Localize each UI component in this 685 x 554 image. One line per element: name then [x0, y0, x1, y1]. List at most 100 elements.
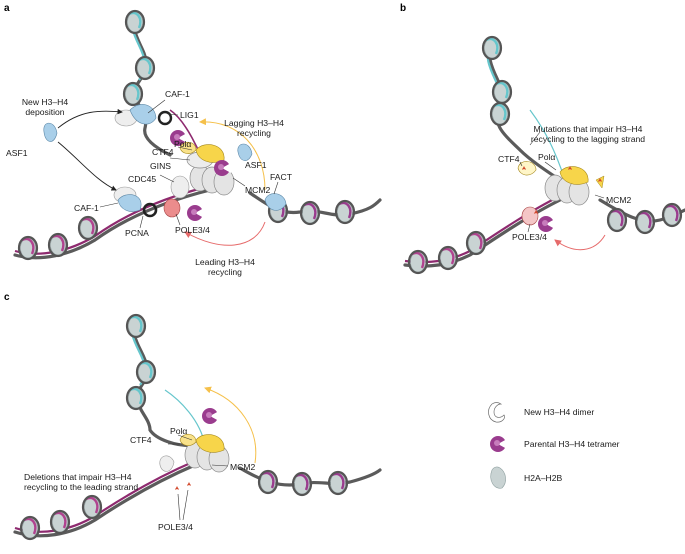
- fact-shape: [264, 193, 287, 211]
- nucleosome: [465, 230, 487, 256]
- panel-b-label: b: [400, 3, 406, 14]
- nucleosome: [299, 200, 321, 226]
- leading-arm-dna-c: [13, 463, 197, 538]
- panel-a-label: a: [4, 3, 10, 14]
- legend-label-h2a-h2b: H2A–H2B: [524, 473, 562, 483]
- lagging-arm-dna: [132, 10, 172, 157]
- mutation-star: [598, 178, 602, 182]
- label-asf1-right: ASF1: [245, 160, 267, 170]
- new-histone-c: [159, 455, 175, 472]
- panel-c-label: c: [4, 292, 10, 303]
- ctf4-shape: [179, 141, 197, 154]
- cdc45-shape: [170, 175, 190, 199]
- pcna-ring: [142, 202, 158, 218]
- label-asf1-left: ASF1: [6, 148, 28, 158]
- nucleosome: [17, 235, 39, 261]
- lig1-ring: [157, 110, 173, 126]
- label-ctf4-b: CTF4: [498, 154, 520, 164]
- nucleosome: [334, 199, 356, 225]
- label-pcna: PCNA: [125, 228, 149, 238]
- legend-h2a-h2b: H2A–H2B: [490, 466, 562, 489]
- mutation-star: [568, 166, 572, 170]
- h2a-h2b-icon: [490, 466, 506, 489]
- label-cdc45: CDC45: [128, 174, 156, 184]
- label-lig1: LIG1: [180, 110, 199, 120]
- nucleosome: [134, 55, 156, 81]
- nucleosome: [257, 469, 279, 495]
- nucleosome: [407, 249, 429, 275]
- label-mcm2-b: MCM2: [606, 195, 632, 205]
- leading-arm-dna: [13, 188, 212, 260]
- asf1-right-shape: [237, 143, 253, 161]
- label-pola-c: Polα: [170, 426, 187, 436]
- label-pole34: POLE3/4: [175, 225, 210, 235]
- caf1-bottom-shape: [117, 194, 142, 212]
- label-ctf4-c: CTF4: [130, 435, 152, 445]
- nucleosome: [19, 515, 41, 541]
- panel-a: a: [4, 3, 382, 277]
- legend-new-dimer: New H3–H4 dimer: [488, 402, 594, 423]
- pola-shape-c: [195, 434, 225, 453]
- legend-label-new-dimer: New H3–H4 dimer: [524, 407, 594, 417]
- lagging-arm-dna-b: [488, 38, 562, 182]
- nucleosome: [47, 232, 69, 258]
- parental-tetramer: [187, 205, 204, 221]
- label-mcm2: MCM2: [245, 185, 271, 195]
- nucleosome: [327, 470, 349, 496]
- label-caf1-top: CAF-1: [165, 89, 190, 99]
- label-pole34-b: POLE3/4: [512, 232, 547, 242]
- parental-tetramer-icon: [490, 436, 507, 452]
- label-fact: FACT: [270, 172, 293, 182]
- legend: New H3–H4 dimer Parental H3–H4 tetramer …: [488, 402, 620, 489]
- label-pole34-c: POLE3/4: [158, 522, 193, 532]
- new-dimer-icon: [488, 402, 505, 423]
- pole34-shape: [163, 198, 181, 218]
- nucleosome: [491, 79, 513, 105]
- ctf4-shape-b: [517, 161, 537, 176]
- parental-tetramer: [202, 408, 219, 424]
- panel-c: c Polα CTF4 MCM2 Deletions that imp: [4, 292, 382, 541]
- deposition-arrow-top: [57, 108, 123, 129]
- label-ctf4: CTF4: [152, 147, 174, 157]
- nucleosome: [124, 9, 146, 35]
- deposition-arrow-bottom: [57, 141, 117, 191]
- nucleosome: [125, 385, 147, 411]
- deletion-star: [187, 482, 191, 486]
- nucleosome: [661, 202, 683, 228]
- label-caf1-bottom: CAF-1: [74, 203, 99, 213]
- lagging-recycling-arrow-c: [204, 386, 257, 464]
- nucleosome: [135, 359, 157, 385]
- deletion-star: [175, 486, 179, 490]
- nucleosome: [125, 313, 147, 339]
- label-mcm2-c: MCM2: [230, 462, 256, 472]
- nucleosome: [437, 245, 459, 271]
- lagging-recycling-arrow: [199, 118, 266, 191]
- nucleosome: [291, 471, 313, 497]
- nucleosome: [634, 209, 656, 235]
- legend-label-parental-tetramer: Parental H3–H4 tetramer: [524, 439, 620, 449]
- caf1-top-shape: [129, 104, 157, 125]
- mutation-star: [534, 210, 538, 214]
- parental-tetramer: [538, 216, 555, 232]
- leading-recycling-arrow: [184, 221, 266, 246]
- legend-parental-tetramer: Parental H3–H4 tetramer: [490, 436, 620, 452]
- label-pola: Polα: [174, 139, 191, 149]
- nucleosome: [489, 101, 511, 127]
- nucleosome: [81, 494, 103, 520]
- asf1-left-shape: [43, 122, 58, 142]
- pola-shape: [195, 144, 225, 163]
- leading-recycling-arrow-b: [554, 234, 606, 251]
- mutation-star: [522, 166, 526, 170]
- label-pola-b: Polα: [538, 152, 555, 162]
- nucleosome: [481, 35, 503, 61]
- pole34-shape-b: [521, 206, 539, 226]
- nucleosome: [77, 215, 99, 241]
- label-gins: GINS: [150, 161, 171, 171]
- nucleosome: [606, 207, 628, 233]
